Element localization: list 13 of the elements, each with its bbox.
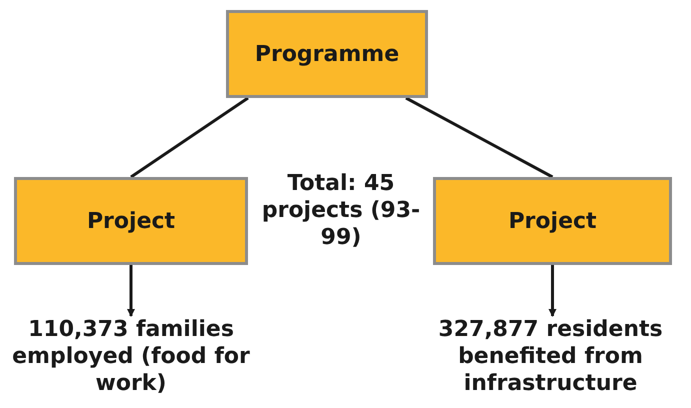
- arrow: [127, 265, 135, 317]
- process-box: [14, 177, 248, 265]
- process-box: [226, 10, 428, 98]
- box-label: Programme: [254, 40, 400, 68]
- connector-line: [130, 96, 249, 178]
- box-label: Project: [86, 208, 176, 234]
- connector-line: [405, 96, 554, 178]
- result-text: 110,373 families employed (food for work): [0, 316, 262, 408]
- arrow: [548, 265, 556, 317]
- process-box: [433, 177, 672, 265]
- result-text: 327,877 residents benefited from infrastructure: [410, 316, 691, 408]
- total-note: Total: 45 projects (93-99): [260, 170, 422, 251]
- box-label: Project: [508, 208, 597, 234]
